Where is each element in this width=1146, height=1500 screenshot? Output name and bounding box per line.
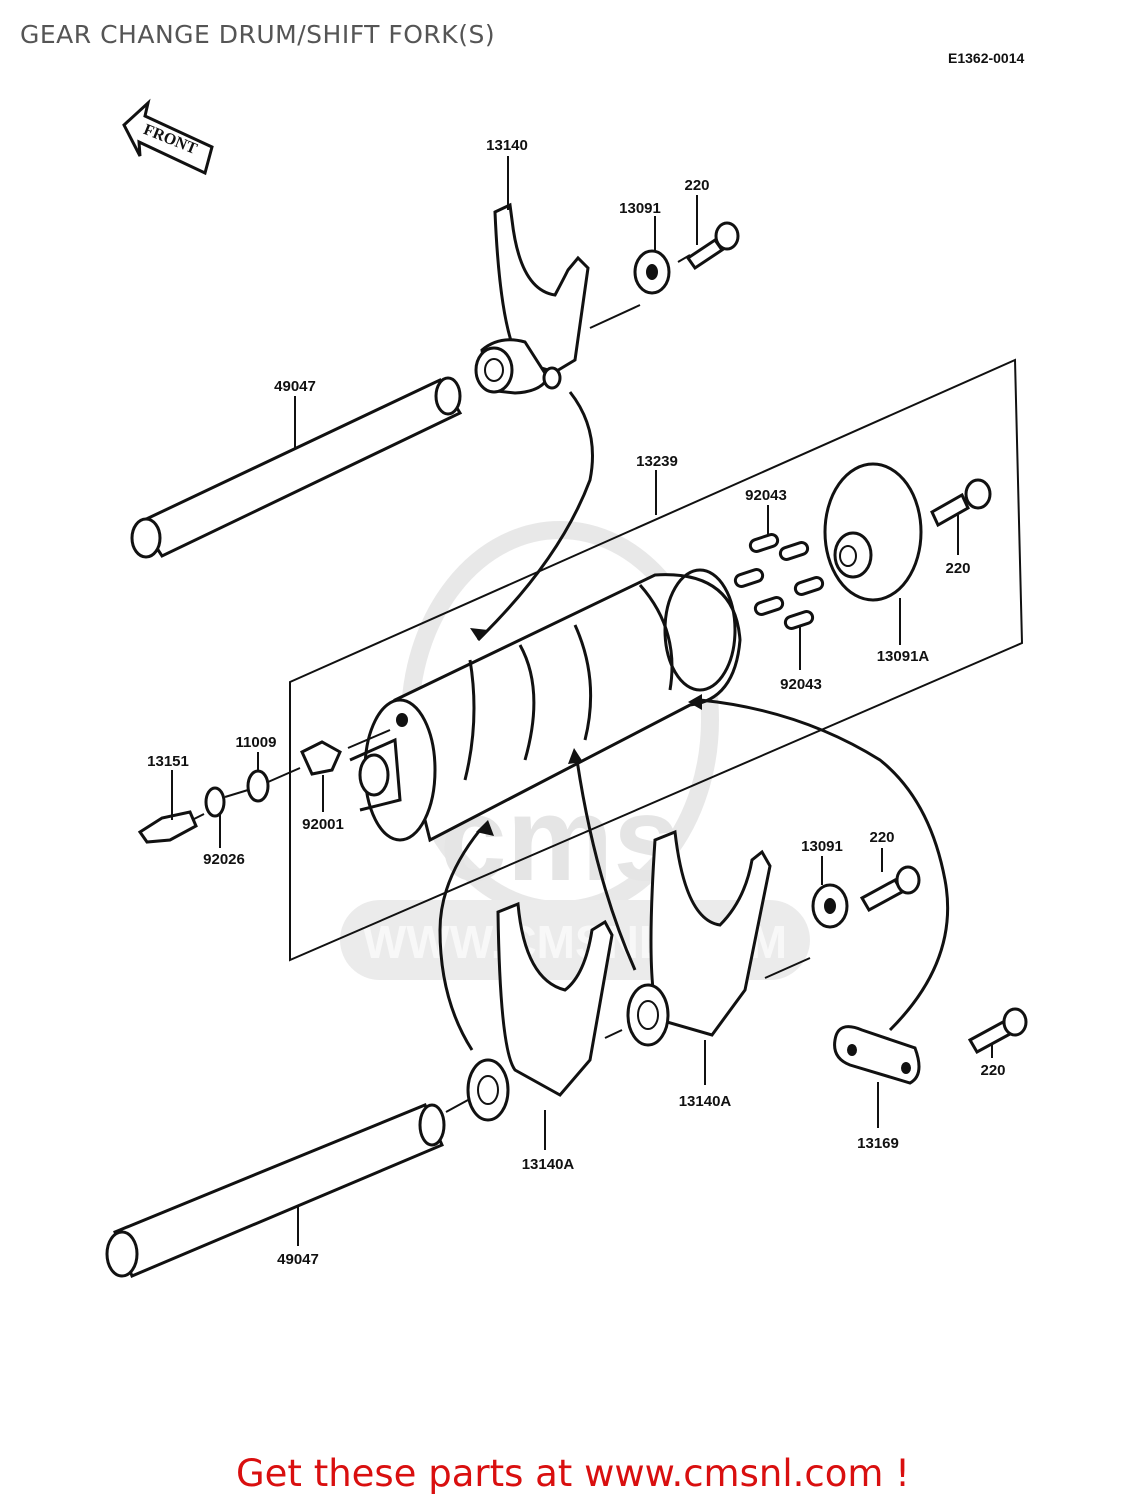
exploded-parts-diagram: cms WWW.CMSNL.COM FRONT	[105, 98, 1028, 1278]
callout-220-holder: 220	[980, 1062, 1005, 1079]
shift-fork-lower-right	[626, 829, 772, 1047]
pins-group	[733, 533, 825, 630]
callout-13140A-left: 13140A	[522, 1156, 575, 1173]
gear-change-drum	[349, 568, 742, 843]
gasket-11009	[246, 769, 270, 803]
callout-220-plate: 220	[945, 560, 970, 577]
callout-13239: 13239	[636, 453, 678, 470]
page-title: GEAR CHANGE DRUM/SHIFT FORK(S)	[20, 20, 496, 49]
bolt-plate-icon	[930, 478, 992, 528]
leader-lines	[171, 156, 993, 1246]
neutral-switch-icon	[137, 810, 198, 844]
callout-49047-lower: 49047	[277, 1251, 319, 1268]
washer-upper	[633, 249, 671, 295]
shift-rod-upper	[130, 376, 463, 559]
callout-13151: 13151	[147, 753, 189, 770]
arrow-heads	[470, 628, 702, 836]
callout-92043-lower: 92043	[780, 676, 822, 693]
callout-13140: 13140	[486, 137, 528, 154]
callout-labels: 13140 13091 220 49047 13239 92043 220 13…	[147, 137, 1005, 1268]
callout-49047-upper: 49047	[274, 378, 316, 395]
front-arrow-icon: FRONT	[122, 98, 214, 176]
promo-link[interactable]: Get these parts at www.cmsnl.com !	[235, 1452, 910, 1495]
bolt-lower-icon	[859, 865, 921, 913]
callout-13169: 13169	[857, 1135, 899, 1152]
assembly-arrows	[191, 254, 950, 1113]
callout-13091-upper: 13091	[619, 200, 661, 217]
callout-92043-upper: 92043	[745, 487, 787, 504]
callout-220-upper: 220	[684, 177, 709, 194]
shift-rod-lower	[105, 1103, 446, 1278]
washer-lower	[811, 883, 849, 929]
drum-assembly-outline	[289, 358, 1024, 962]
diagram-code: E1362-0014	[948, 50, 1025, 66]
holder-plate	[833, 1025, 921, 1085]
bolt-upper-icon	[685, 221, 740, 271]
fitting-92001-icon	[300, 740, 342, 776]
washer-92026	[204, 786, 226, 818]
shift-fork-lower-left	[466, 901, 614, 1122]
callout-13091A: 13091A	[877, 648, 930, 665]
bolt-holder-icon	[967, 1007, 1028, 1055]
callout-11009: 11009	[236, 734, 277, 751]
callout-220-lower: 220	[869, 829, 894, 846]
callout-13140A-right: 13140A	[679, 1093, 732, 1110]
callout-13091-lower: 13091	[801, 838, 843, 855]
callout-92001: 92001	[302, 816, 344, 833]
pin-plate	[823, 462, 923, 602]
shift-fork-upper	[474, 202, 590, 395]
callout-92026: 92026	[203, 851, 245, 868]
